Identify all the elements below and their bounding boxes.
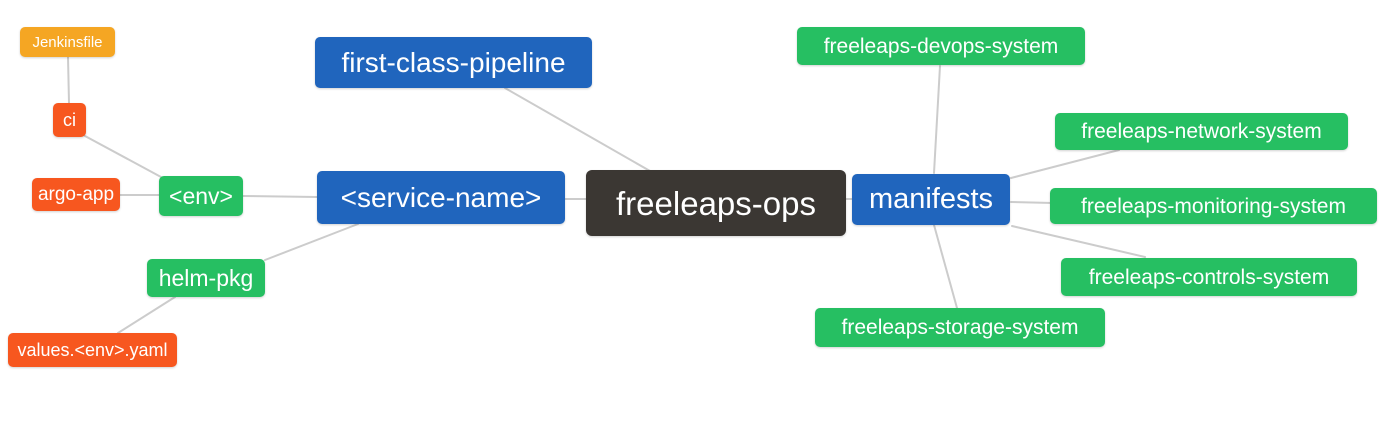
edge-env-service-name <box>242 195 318 198</box>
node-freeleaps-controls-system[interactable]: freeleaps-controls-system <box>1061 258 1357 296</box>
edge-manifests-devops-system <box>933 65 941 174</box>
node-freeleaps-devops-system[interactable]: freeleaps-devops-system <box>797 27 1085 65</box>
node-freeleaps-monitoring-system[interactable]: freeleaps-monitoring-system <box>1050 188 1377 224</box>
node-helm-pkg[interactable]: helm-pkg <box>147 259 265 297</box>
node-service-name[interactable]: <service-name> <box>317 171 565 224</box>
edge-jenkinsfile-ci <box>67 56 70 104</box>
node-jenkinsfile[interactable]: Jenkinsfile <box>20 27 115 57</box>
node-values-env-yaml[interactable]: values.<env>.yaml <box>8 333 177 367</box>
node-first-class-pipeline[interactable]: first-class-pipeline <box>315 37 592 88</box>
edge-values-env-yaml-helm-pkg <box>117 296 176 334</box>
node-manifests[interactable]: manifests <box>852 174 1010 225</box>
edge-manifests-monitoring-system <box>1010 201 1054 204</box>
node-freeleaps-storage-system[interactable]: freeleaps-storage-system <box>815 308 1105 347</box>
edge-ci-env <box>84 135 162 178</box>
edge-helm-pkg-service-name <box>264 223 359 261</box>
edge-manifests-controls-system <box>1011 225 1146 258</box>
edge-manifests-network-system <box>1010 149 1120 179</box>
node-freeleaps-ops-root[interactable]: freeleaps-ops <box>586 170 846 236</box>
node-env[interactable]: <env> <box>159 176 243 216</box>
node-ci[interactable]: ci <box>53 103 86 137</box>
node-argo-app[interactable]: argo-app <box>32 178 120 211</box>
edge-manifests-storage-system <box>933 224 958 309</box>
node-freeleaps-network-system[interactable]: freeleaps-network-system <box>1055 113 1348 150</box>
edge-first-class-pipeline-ops <box>504 87 651 172</box>
